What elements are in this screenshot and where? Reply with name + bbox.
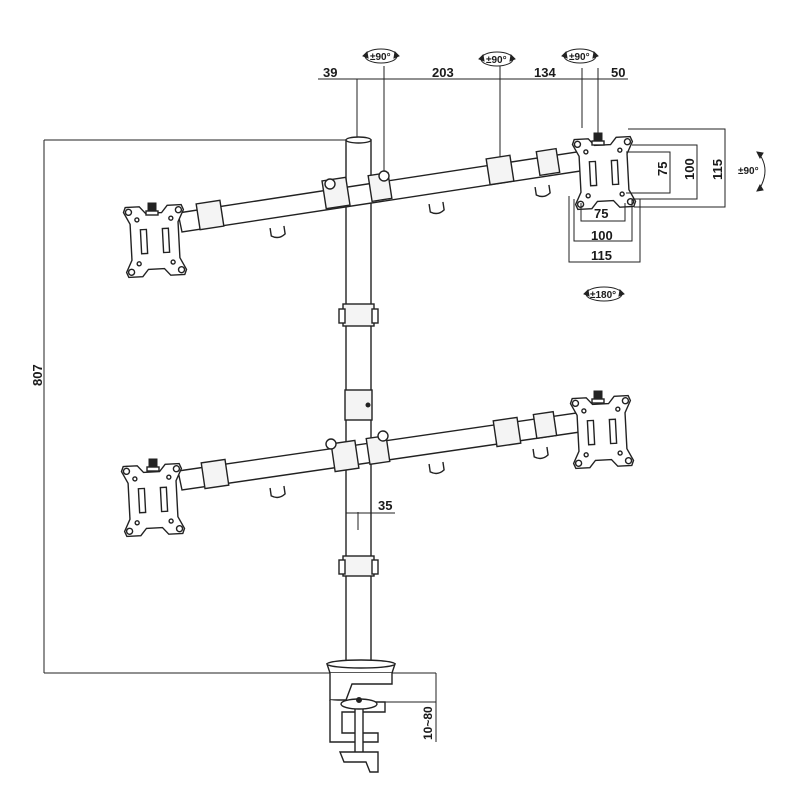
dim-vesa-100-h: 100 [682, 158, 697, 180]
swivel-rotation-icon [362, 48, 400, 64]
vesa-height-dimensions [626, 128, 726, 208]
height-dimension-line [43, 139, 346, 674]
desk-clamp [326, 659, 396, 773]
dim-vesa-100-w: 100 [591, 228, 613, 243]
lower-arm [177, 410, 588, 500]
dim-top-39: 39 [323, 65, 337, 80]
dim-height-807: 807 [30, 364, 45, 386]
dim-vesa-75-h: 75 [655, 162, 670, 176]
dim-clamp-10-80: 10~80 [421, 706, 435, 740]
vesa-plate-lower-left [120, 458, 186, 538]
dim-vesa-115-w: 115 [591, 248, 612, 263]
vesa-plate-lower-right [569, 390, 635, 470]
rot-tilt: ±90° [738, 166, 759, 177]
dim-top-134: 134 [534, 65, 556, 80]
rot-swivel-1: ±90° [370, 52, 391, 63]
tilt-rotation-icon [756, 151, 766, 192]
rot-swivel-3: ±90° [569, 52, 590, 63]
vesa-width-dimensions [568, 196, 641, 263]
top-dimension-line [318, 66, 628, 172]
swivel-rotation-icon [478, 51, 516, 67]
vesa-plate-upper-left [122, 202, 188, 279]
rotate-rotation-icon [583, 286, 625, 302]
dim-vesa-115-h: 115 [710, 159, 725, 180]
dim-vesa-75-w: 75 [594, 206, 608, 221]
pole-collar [338, 303, 379, 577]
vesa-plate-upper-right [571, 132, 637, 211]
swivel-rotation-icon [561, 48, 599, 64]
dim-top-203: 203 [432, 65, 454, 80]
dim-top-50: 50 [611, 65, 625, 80]
dim-pole-35: 35 [378, 498, 392, 513]
upper-arm [177, 147, 588, 240]
rot-rotate: ±180° [590, 290, 616, 301]
rot-swivel-2: ±90° [486, 55, 507, 66]
clamp-range-dimension [380, 672, 437, 742]
